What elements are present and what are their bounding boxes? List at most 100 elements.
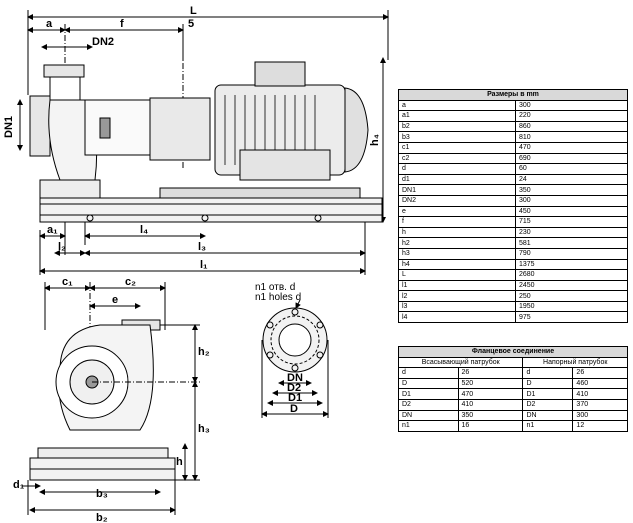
- row-key: DN2: [398, 194, 516, 207]
- dim-c2: c₂: [125, 276, 136, 288]
- discharge-header: Напорный патрубок: [522, 356, 628, 369]
- dim-h4: h₄: [369, 134, 381, 146]
- row-value: 24: [515, 173, 628, 186]
- dimensions-table-title: Размеры в mm: [398, 89, 628, 101]
- dim-h: h: [176, 456, 183, 468]
- dim-DN1: DN1: [3, 116, 15, 138]
- row-value: 12: [572, 420, 628, 432]
- dim-a1: a₁: [47, 224, 58, 236]
- row-value: 300: [572, 409, 628, 422]
- dim-f: f: [120, 18, 124, 30]
- row-value: 410: [572, 388, 628, 400]
- row-value: 1375: [515, 258, 628, 271]
- row-value: 350: [457, 409, 524, 422]
- dim-b3: b₃: [96, 488, 108, 500]
- row-value: 860: [515, 120, 628, 133]
- row-value: 460: [572, 377, 628, 390]
- row-value: 2450: [515, 279, 628, 292]
- row-value: 230: [515, 226, 628, 239]
- dim-D: D: [290, 403, 298, 415]
- dim-DN: DN: [287, 372, 303, 384]
- front-view-labels: c₁ c₂ e h₂ h₃ h d₁ b₃ b₂: [13, 276, 210, 523]
- suction-header: Всасывающий патрубок: [397, 356, 524, 369]
- row-key: f: [398, 216, 516, 228]
- row-key: d: [522, 367, 574, 379]
- dim-DN2: DN2: [92, 36, 114, 48]
- dim-b2: b₂: [96, 512, 108, 523]
- row-key: c1: [398, 141, 516, 154]
- row-value: 300: [515, 99, 628, 112]
- row-key: c2: [398, 152, 516, 165]
- flange-holes-en: n1 holes d: [255, 292, 301, 303]
- row-value: 810: [515, 131, 628, 143]
- row-key: L: [398, 269, 516, 281]
- dim-l2: l₂: [58, 241, 66, 253]
- row-key: h2: [398, 237, 516, 249]
- row-value: 470: [457, 388, 524, 400]
- row-key: l2: [398, 290, 516, 302]
- side-view-labels: L a f 5 DN2 DN1 h₄ a₁ l₄ l₂ l₃ l₁: [3, 5, 381, 271]
- front-view: [22, 282, 200, 515]
- row-value: 975: [515, 311, 628, 324]
- flange-view: [261, 299, 329, 418]
- side-view: [17, 10, 389, 275]
- flange-table: Фланцевое соединение Всасывающий патрубо…: [397, 346, 628, 432]
- row-value: 220: [515, 110, 628, 122]
- row-value: 410: [457, 398, 524, 411]
- row-value: 370: [572, 398, 628, 411]
- flange-table-title: Фланцевое соединение: [398, 346, 628, 358]
- row-key: e: [398, 205, 516, 218]
- row-value: 715: [515, 216, 628, 228]
- row-value: 790: [515, 247, 628, 260]
- dim-e: e: [112, 294, 118, 306]
- dim-c1: c₁: [62, 276, 73, 288]
- dim-a: a: [46, 18, 53, 30]
- row-key: D: [398, 377, 459, 390]
- row-value: 60: [515, 163, 628, 175]
- row-key: l4: [398, 311, 516, 324]
- row-key: h: [398, 226, 516, 239]
- row-key: d: [398, 367, 459, 379]
- row-value: 1950: [515, 300, 628, 313]
- row-value: 26: [572, 367, 628, 379]
- row-value: 581: [515, 237, 628, 249]
- row-value: 16: [457, 420, 524, 432]
- row-value: 26: [457, 367, 524, 379]
- row-key: b3: [398, 131, 516, 143]
- row-key: d1: [398, 173, 516, 186]
- dim-l3: l₃: [198, 241, 206, 253]
- dim-L: L: [190, 5, 197, 17]
- row-value: 450: [515, 205, 628, 218]
- row-value: 2680: [515, 269, 628, 281]
- row-key: D2: [522, 398, 574, 411]
- row-key: n1: [522, 420, 574, 432]
- row-value: 690: [515, 152, 628, 165]
- row-key: a: [398, 99, 516, 112]
- row-key: D2: [398, 398, 459, 411]
- dim-h2: h₂: [198, 346, 210, 358]
